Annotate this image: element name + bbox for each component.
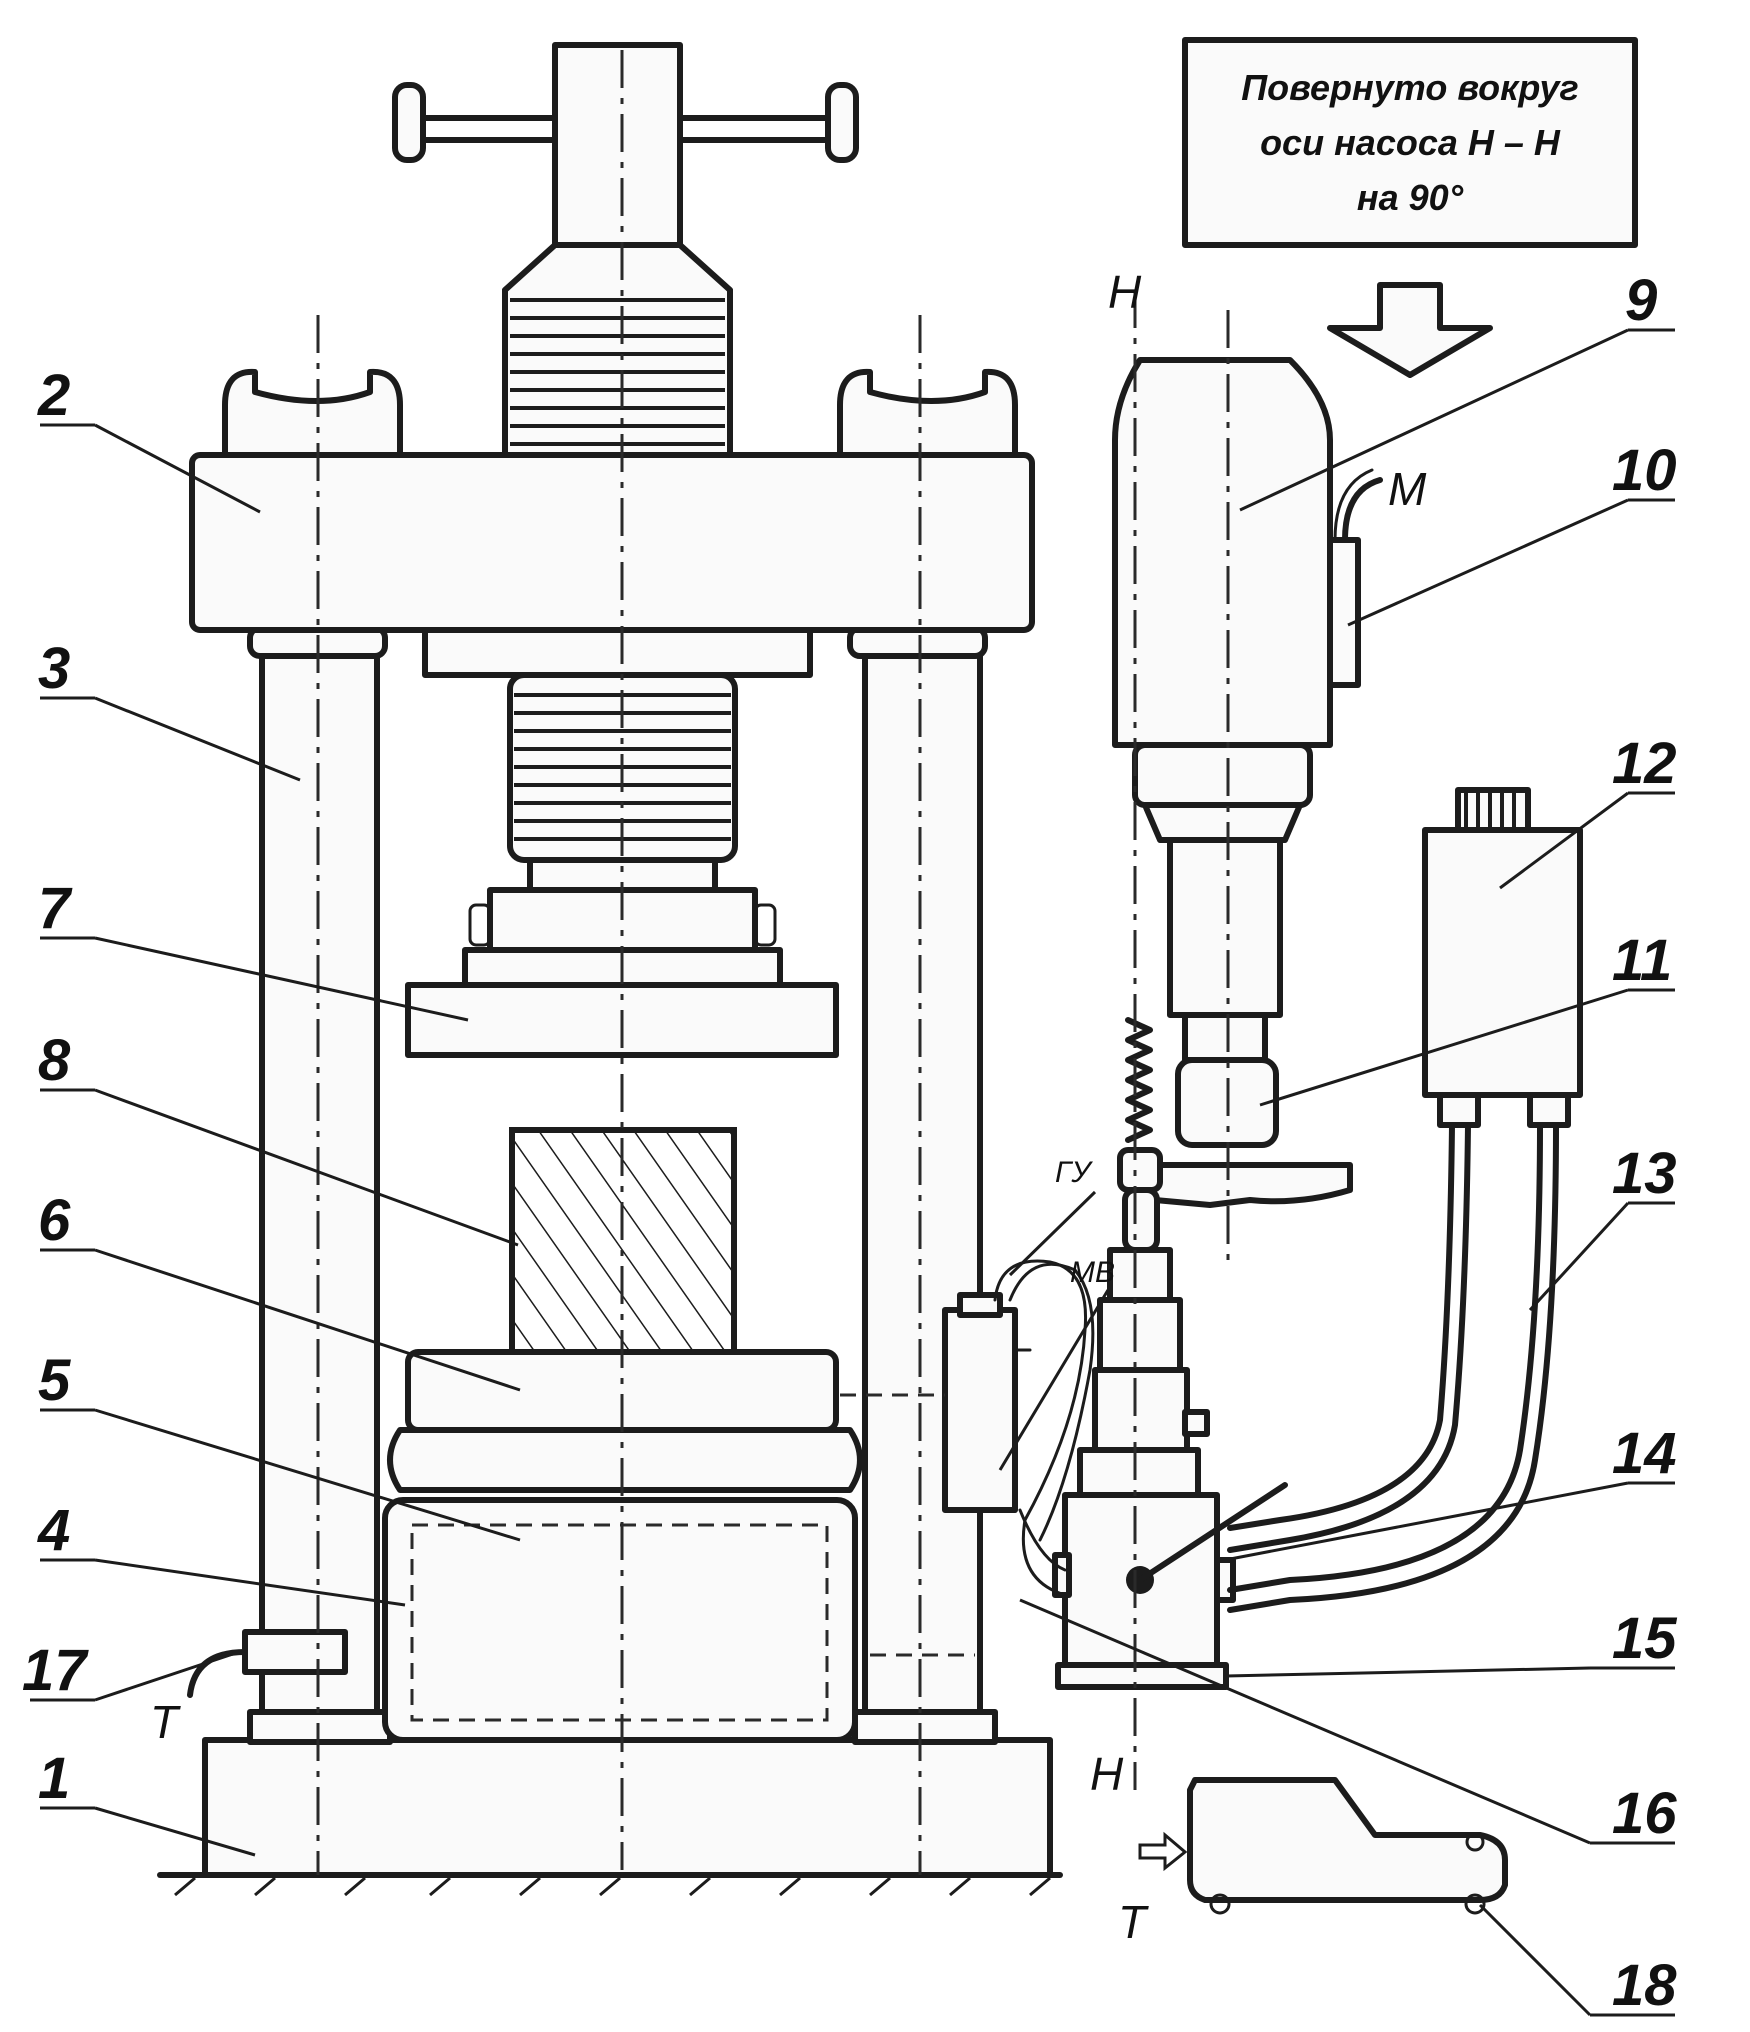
callout-17: 17 [22, 1638, 89, 1703]
callout-13: 13 [1612, 1141, 1677, 1206]
note-line-1: Повернуто вокруг [1241, 67, 1578, 108]
upper-screw-thread [510, 298, 725, 446]
motor-label: М [1388, 463, 1427, 515]
note-line-3: на 90° [1357, 177, 1464, 218]
pump-body [1077, 1447, 1201, 1498]
motor-shaft-housing [1167, 837, 1283, 1018]
motor-flange [1132, 742, 1313, 808]
motor-neck [1142, 802, 1303, 843]
view-arrow [1327, 282, 1493, 378]
right-column-nut [837, 368, 1018, 458]
right-column [862, 647, 983, 1715]
tank-label-left: Т [150, 1696, 181, 1748]
axis-label-top: Н [1108, 266, 1142, 318]
callout-10: 10 [1612, 438, 1677, 503]
callout-18: 18 [1612, 1953, 1677, 2018]
pump-mount-plate [1147, 1162, 1353, 1208]
left-column-nut [222, 368, 403, 458]
cylinder [382, 1497, 858, 1743]
callout-12: 12 [1612, 731, 1677, 796]
foot-pedal [1187, 1777, 1508, 1903]
callout-15: 15 [1612, 1606, 1677, 1671]
motor-cable [1342, 477, 1383, 543]
oil-tank-cap [1455, 787, 1531, 833]
terminal-box [1327, 537, 1361, 688]
cushion [387, 1427, 863, 1493]
pump-lever [1137, 1482, 1288, 1583]
callout-5: 5 [38, 1348, 71, 1413]
cylinder-inner [410, 1523, 829, 1722]
callout-11: 11 [1612, 928, 1672, 993]
oil-tank [1422, 827, 1583, 1098]
callout-6: 6 [38, 1188, 71, 1253]
axis-label-bottom: Н [1090, 1748, 1124, 1800]
coupling-top [1182, 1012, 1268, 1063]
right-column-foot [852, 1709, 998, 1745]
screw-head [552, 42, 683, 248]
rotation-note-box [1182, 37, 1638, 248]
callout-3: 3 [38, 636, 70, 701]
callout-1: 1 [38, 1746, 70, 1811]
electric-motor [1112, 357, 1333, 748]
left-column-foot [247, 1709, 393, 1745]
callout-9: 9 [1625, 268, 1657, 333]
callout-2: 2 [37, 363, 70, 428]
callout-7: 7 [38, 876, 73, 941]
relief-valve-spring [1092, 1017, 1210, 1453]
hoses [1227, 1122, 1559, 1613]
cylinder-fitting [242, 1629, 348, 1675]
crossbeam-underplate [422, 627, 813, 678]
pressure-switch [942, 1307, 1018, 1513]
press-base [202, 1737, 1053, 1878]
hydro-unit-label: ГУ [1055, 1156, 1093, 1189]
adapter-springs [468, 903, 777, 947]
callout-4: 4 [37, 1498, 70, 1563]
leader-lines [30, 328, 1675, 2017]
pedal-inlet-arrow [1138, 1831, 1188, 1872]
callout-8: 8 [38, 1028, 71, 1093]
callout-16: 16 [1612, 1781, 1677, 1846]
screw-nut-cone [502, 242, 733, 458]
tank-label-right: Т [1118, 1896, 1149, 1948]
callout-14: 14 [1612, 1421, 1677, 1486]
pressure-switch-label: МВ [1070, 1256, 1115, 1289]
note-line-2: оси насоса Н – Н [1260, 122, 1561, 163]
switch-wires [993, 1259, 1088, 1597]
